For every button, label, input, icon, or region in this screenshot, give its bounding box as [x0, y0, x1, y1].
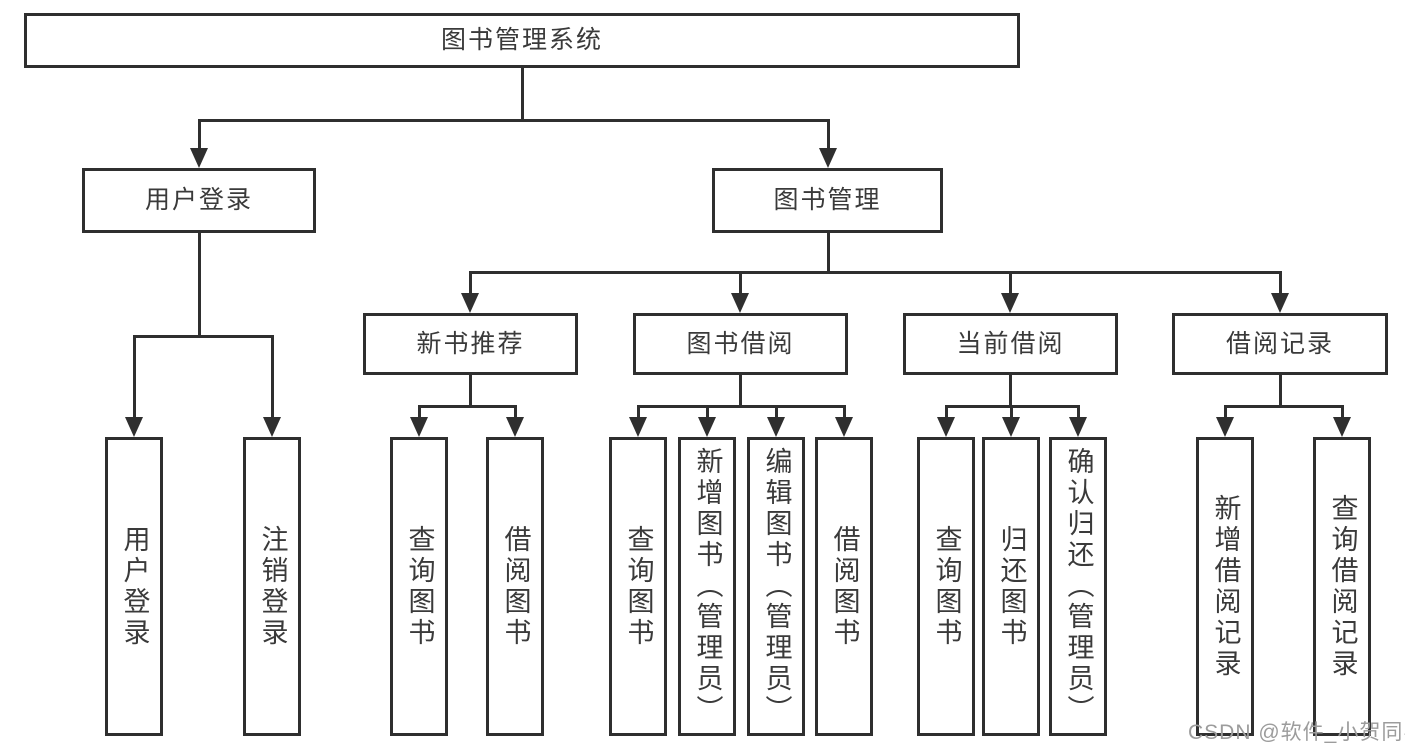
edge-segment — [826, 233, 830, 272]
arrowhead-down-icon — [410, 417, 428, 437]
node-borrow-records: 借阅记录 — [1172, 313, 1388, 375]
watermark: CSDN @软件_小贺同学 — [1188, 721, 1405, 744]
edge-segment — [738, 375, 742, 406]
arrowhead-down-icon — [731, 293, 749, 313]
node-book-borrowing: 图书借阅 — [633, 313, 848, 375]
node-borrow-books-2: 借阅图书 — [815, 437, 873, 736]
arrow-shaft — [1340, 406, 1344, 421]
edge-segment — [1008, 375, 1012, 406]
arrow-shaft — [1278, 272, 1282, 297]
node-add-book-admin: 新增图书（管理员） — [678, 437, 736, 736]
node-query-books-1: 查询图书 — [390, 437, 448, 736]
node-root: 图书管理系统 — [24, 13, 1020, 68]
arrow-shaft — [774, 406, 778, 421]
edge-segment — [197, 118, 830, 122]
arrow-shaft — [468, 272, 472, 297]
arrowhead-down-icon — [1002, 417, 1020, 437]
arrow-shaft — [197, 120, 201, 152]
arrowhead-down-icon — [1001, 293, 1019, 313]
edge-segment — [197, 233, 201, 336]
arrowhead-down-icon — [819, 148, 837, 168]
arrowhead-down-icon — [937, 417, 955, 437]
edge-segment — [1223, 404, 1344, 408]
node-query-books-2: 查询图书 — [609, 437, 667, 736]
node-new-book-recommend: 新书推荐 — [363, 313, 578, 375]
arrowhead-down-icon — [1333, 417, 1351, 437]
arrow-shaft — [738, 272, 742, 297]
edge-segment — [417, 404, 517, 408]
node-user-login: 用户登录 — [82, 168, 316, 233]
node-book-management: 图书管理 — [712, 168, 943, 233]
arrowhead-down-icon — [506, 417, 524, 437]
arrow-shaft — [1009, 406, 1013, 421]
arrowhead-down-icon — [1271, 293, 1289, 313]
arrowhead-down-icon — [1216, 417, 1234, 437]
arrow-shaft — [132, 336, 136, 421]
node-query-borrow-record: 查询借阅记录 — [1313, 437, 1371, 736]
node-return-book: 归还图书 — [982, 437, 1040, 736]
arrow-shaft — [270, 336, 274, 421]
arrow-shaft — [842, 406, 846, 421]
arrowhead-down-icon — [1069, 417, 1087, 437]
node-query-books-3: 查询图书 — [917, 437, 975, 736]
arrowhead-down-icon — [461, 293, 479, 313]
arrowhead-down-icon — [190, 148, 208, 168]
arrowhead-down-icon — [767, 417, 785, 437]
node-confirm-return-admin: 确认归还（管理员） — [1049, 437, 1107, 736]
node-current-borrowing: 当前借阅 — [903, 313, 1118, 375]
node-add-borrow-record: 新增借阅记录 — [1196, 437, 1254, 736]
arrow-shaft — [944, 406, 948, 421]
arrow-shaft — [513, 406, 517, 421]
node-borrow-books-1: 借阅图书 — [486, 437, 544, 736]
arrowhead-down-icon — [125, 417, 143, 437]
arrow-shaft — [826, 120, 830, 152]
edge-segment — [1278, 375, 1282, 406]
arrow-shaft — [636, 406, 640, 421]
arrow-shaft — [1223, 406, 1227, 421]
edge-segment — [520, 68, 524, 120]
arrowhead-down-icon — [698, 417, 716, 437]
node-edit-book-admin: 编辑图书（管理员） — [747, 437, 805, 736]
edge-segment — [468, 270, 1282, 274]
arrow-shaft — [1008, 272, 1012, 297]
arrowhead-down-icon — [263, 417, 281, 437]
node-user-login-leaf: 用户登录 — [105, 437, 163, 736]
edge-segment — [132, 334, 274, 338]
edge-segment — [636, 404, 846, 408]
arrowhead-down-icon — [835, 417, 853, 437]
edge-segment — [468, 375, 472, 406]
arrow-shaft — [1076, 406, 1080, 421]
arrow-shaft — [417, 406, 421, 421]
arrow-shaft — [705, 406, 709, 421]
node-logout-leaf: 注销登录 — [243, 437, 301, 736]
arrowhead-down-icon — [629, 417, 647, 437]
